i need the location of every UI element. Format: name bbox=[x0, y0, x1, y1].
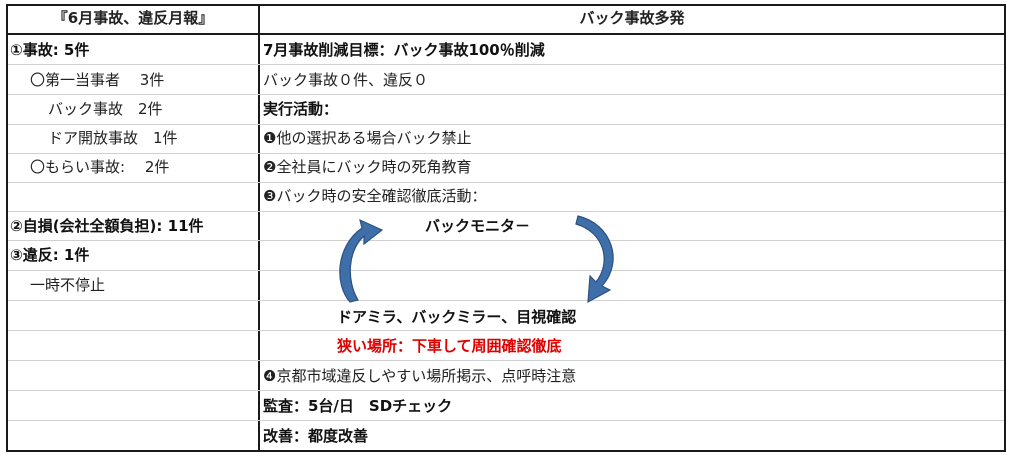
row-divider bbox=[8, 124, 1004, 125]
row-divider bbox=[8, 420, 1004, 421]
door-accident-count: ドア開放事故 1件 bbox=[48, 129, 178, 147]
row-divider bbox=[8, 240, 1004, 241]
action-item-1: ❶他の選択ある場合バック禁止 bbox=[263, 129, 472, 147]
row-divider bbox=[8, 153, 1004, 154]
audit-line: 監査：5台/日 SDチェック bbox=[263, 397, 453, 415]
row-divider bbox=[8, 182, 1004, 183]
cycle-arrow-left-icon bbox=[339, 218, 384, 303]
left-header: 『6月事故、違反月報』 bbox=[52, 9, 214, 27]
row-divider bbox=[8, 360, 1004, 361]
row-divider bbox=[8, 94, 1004, 95]
column-divider bbox=[258, 4, 260, 452]
violation-count: ③違反: 1件 bbox=[10, 246, 90, 264]
right-header: バック事故多発 bbox=[579, 9, 685, 27]
target-detail: バック事故０件、違反０ bbox=[263, 71, 429, 89]
reduction-target: 7月事故削減目標：バック事故100％削減 bbox=[263, 41, 545, 59]
mirror-check-label: ドアミラ、バックミラー、目視確認 bbox=[337, 308, 577, 326]
row-divider bbox=[8, 330, 1004, 331]
self-damage-count: ②自損(会社全額負担): 11件 bbox=[10, 217, 204, 235]
cycle-arrow-right-icon bbox=[575, 215, 614, 304]
action-item-4: ❹京都市域違反しやすい場所掲示、点呼時注意 bbox=[263, 367, 577, 385]
row-divider bbox=[8, 270, 1004, 271]
header-divider bbox=[6, 33, 1006, 35]
action-item-3: ❸バック時の安全確認徹底活動： bbox=[263, 187, 487, 205]
back-monitor-label: バックモニタ－ bbox=[425, 217, 531, 235]
back-accident-count: バック事故 2件 bbox=[48, 100, 163, 118]
table-frame bbox=[6, 4, 1006, 452]
received-accident-count: 〇もらい事故: 2件 bbox=[30, 158, 170, 176]
row-divider bbox=[8, 211, 1004, 212]
action-item-2: ❷全社員にバック時の死角教育 bbox=[263, 158, 472, 176]
row-divider bbox=[8, 390, 1004, 391]
narrow-place-warning: 狭い場所：下車して周囲確認徹底 bbox=[337, 337, 562, 355]
violation-detail: 一時不停止 bbox=[30, 276, 106, 294]
row-divider bbox=[8, 64, 1004, 65]
improvement-line: 改善：都度改善 bbox=[263, 427, 369, 445]
row-divider bbox=[8, 300, 1004, 301]
action-heading: 実行活動： bbox=[263, 100, 339, 118]
first-party-count: 〇第一当事者 3件 bbox=[30, 71, 165, 89]
accident-count: ①事故: 5件 bbox=[10, 41, 90, 59]
